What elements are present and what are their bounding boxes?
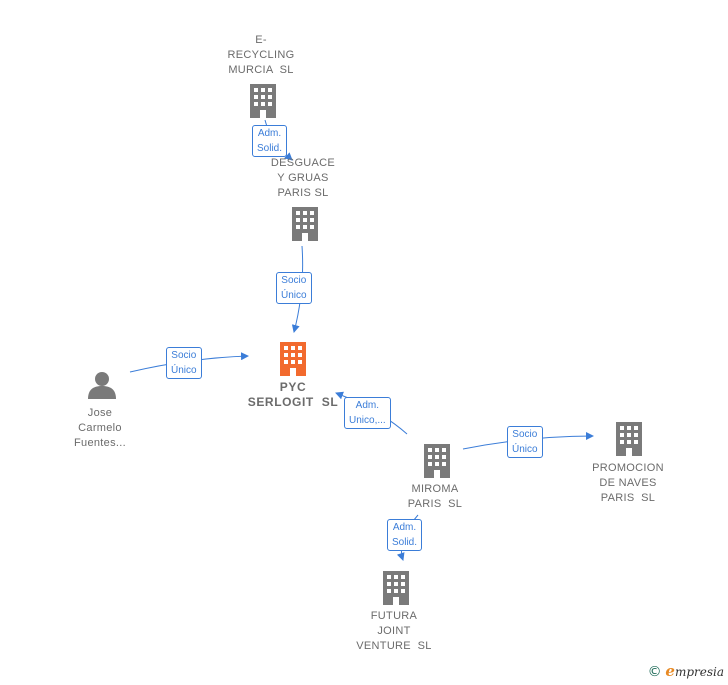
person-icon[interactable]	[88, 371, 116, 399]
relation-badge[interactable]: Adm. Unico,...	[344, 397, 391, 429]
node-label-jose[interactable]: Jose Carmelo Fuentes...	[74, 407, 126, 449]
relation-badge[interactable]: Socio Único	[276, 272, 312, 304]
node-label-desguace[interactable]: DESGUACE Y GRUAS PARIS SL	[270, 157, 336, 199]
node-label-miroma[interactable]: MIROMA PARIS SL	[407, 483, 463, 510]
relation-badge[interactable]: Socio Único	[507, 426, 543, 458]
node-label-pyc-serlogit[interactable]: PYC SERLOGIT SL	[247, 380, 339, 409]
relation-badge[interactable]: Adm. Solid.	[387, 519, 423, 551]
brand-initial: e	[665, 662, 675, 680]
brand-name: mpresia	[674, 665, 724, 679]
building-icon[interactable]	[290, 207, 320, 241]
relation-badge[interactable]: Socio Único	[166, 347, 202, 379]
building-icon[interactable]	[422, 444, 452, 478]
copyright-icon: ©	[647, 664, 662, 680]
building-icon[interactable]	[278, 342, 308, 376]
node-label-futura[interactable]: FUTURA JOINT VENTURE SL	[356, 610, 432, 652]
building-icon[interactable]	[614, 422, 644, 456]
building-icon[interactable]	[381, 571, 411, 605]
empresia-logo: © empresia	[648, 662, 724, 680]
building-icon[interactable]	[248, 84, 278, 118]
node-label-promocion[interactable]: PROMOCION DE NAVES PARIS SL	[592, 462, 664, 504]
node-label-e-recycling[interactable]: E- RECYCLING MURCIA SL	[227, 34, 295, 76]
relation-badge[interactable]: Adm. Solid.	[252, 125, 288, 157]
